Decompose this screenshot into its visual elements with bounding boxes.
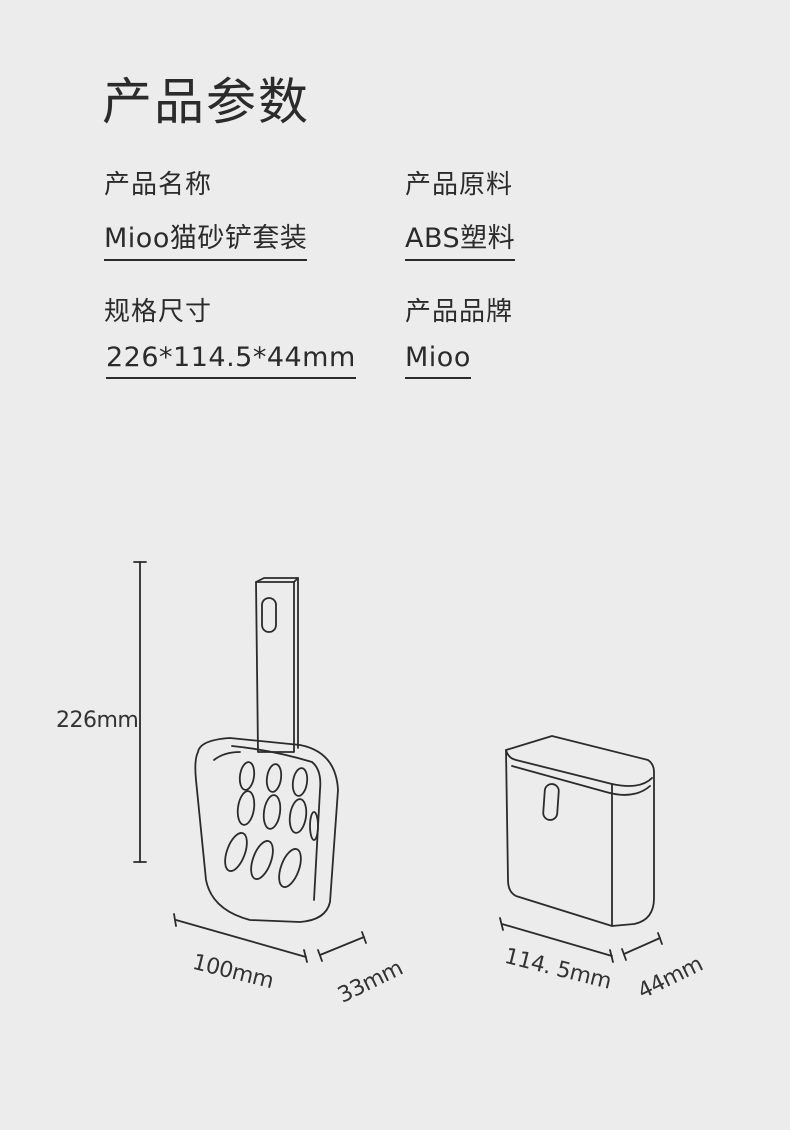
holder-depth-dimension-line: [621, 932, 663, 961]
litter-scoop-drawing: [194, 577, 339, 923]
product-name-value: Mioo猫砂铲套装: [104, 216, 308, 261]
scoop-holder-drawing: [505, 735, 655, 927]
height-dimension-line: [133, 561, 147, 863]
scoop-width-dimension-line: [173, 913, 308, 963]
material-value: ABS塑料: [405, 216, 516, 261]
material-label: 产品原料: [405, 170, 514, 200]
holder-width-dimension-line: [499, 917, 614, 963]
size-label: 规格尺寸: [104, 297, 213, 327]
brand-value: Mioo: [405, 342, 471, 379]
page-title: 产品参数: [102, 73, 310, 131]
product-name-label: 产品名称: [104, 170, 213, 200]
scoop-depth-dimension-line: [317, 931, 367, 962]
size-value: 226*114.5*44mm: [106, 342, 356, 379]
height-dimension-label: 226mm: [56, 708, 139, 733]
brand-label: 产品品牌: [405, 297, 514, 327]
